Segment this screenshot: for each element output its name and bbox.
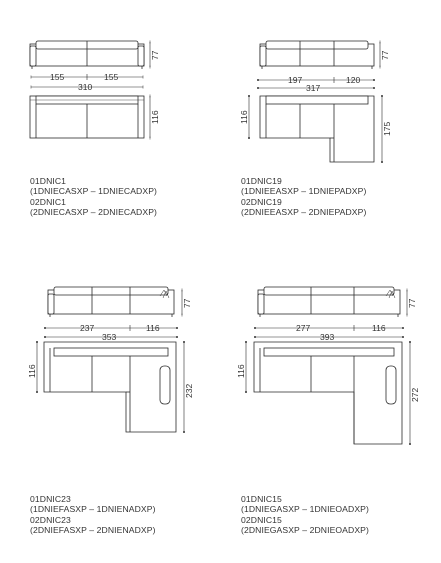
caption-line: 02DNIC1 [30, 196, 67, 207]
caption-line: 01DNIC19 [241, 176, 282, 186]
model-3-depth-label: 116 [27, 364, 37, 378]
model-4-chaise-depth-label: 272 [410, 388, 420, 402]
caption-line: (2DNIEGASXP – 2DNIEOADXP) [241, 525, 369, 536]
caption-line: 02DNIC19 [241, 196, 282, 207]
model-3-chaise-depth-label: 232 [184, 384, 194, 398]
model-4-width-a-label: 277 [296, 323, 310, 333]
model-2-drawing [248, 40, 383, 163]
model-1-plan-view [29, 95, 145, 139]
model-2-total-label: 317 [306, 83, 320, 93]
model-3-width-b-label: 116 [146, 323, 160, 333]
model-2-chaise-depth-label: 175 [382, 122, 392, 136]
model-2-width-a-label: 197 [288, 75, 302, 85]
model-2-width-b-label: 120 [346, 75, 360, 85]
model-4-width-b-label: 116 [372, 323, 386, 333]
model-1-drawing [29, 40, 151, 140]
model-2-front-view [259, 40, 375, 69]
model-3-drawing [36, 286, 185, 433]
model-4-front-view [257, 286, 401, 317]
model-1-caption: 01DNIC1 (1DNIECASXP – 1DNIECADXP) 02DNIC… [30, 176, 157, 218]
model-4-total-label: 393 [320, 332, 334, 342]
model-2-caption: 01DNIC19 (1DNIEEASXP – 1DNIEPADXP) 02DNI… [241, 176, 366, 218]
caption-line: 01DNIC15 [241, 494, 282, 504]
model-3-plan-view [43, 341, 177, 433]
model-4-height-label: 77 [407, 298, 417, 308]
model-1-depth-label: 116 [150, 110, 160, 124]
caption-line: (2DNIECASXP – 2DNIECADXP) [30, 207, 157, 218]
model-4-depth-label: 116 [236, 364, 246, 378]
model-2-height-label: 77 [380, 50, 390, 60]
model-3-total-label: 353 [102, 332, 116, 342]
model-1-front-view [29, 40, 145, 69]
model-1-total-label: 310 [78, 82, 92, 92]
model-1-width-b-label: 155 [104, 72, 118, 82]
model-3-height-label: 77 [182, 298, 192, 308]
caption-line: 01DNIC1 [30, 176, 67, 186]
caption-line: (1DNIEEASXP – 1DNIEPADXP) [241, 186, 367, 197]
model-4-dimensions [245, 288, 411, 445]
caption-line: (2DNIEEASXP – 2DNIEPADXP) [241, 207, 367, 218]
caption-line: (1DNIEGASXP – 1DNIEOADXP) [241, 504, 369, 515]
model-3-width-a-label: 237 [80, 323, 94, 333]
caption-line: (2DNIEFASXP – 2DNIENADXP) [30, 525, 156, 536]
caption-line: (1DNIECASXP – 1DNIECADXP) [30, 186, 157, 197]
caption-line: 02DNIC15 [241, 514, 282, 525]
model-2-plan-view [259, 95, 375, 163]
model-1-dimensions [30, 40, 151, 140]
model-4-caption: 01DNIC15 (1DNIEGASXP – 1DNIEOADXP) 02DNI… [241, 494, 369, 536]
model-1-width-a-label: 155 [50, 72, 64, 82]
model-3-dimensions [36, 288, 185, 433]
model-3-caption: 01DNIC23 (1DNIEFASXP – 1DNIENADXP) 02DNI… [30, 494, 156, 536]
caption-line: 01DNIC23 [30, 494, 71, 504]
model-4-drawing [245, 286, 411, 445]
model-4-plan-view [253, 341, 403, 445]
model-1-height-label: 77 [150, 50, 160, 60]
model-3-front-view [47, 286, 175, 317]
caption-line: (1DNIEFASXP – 1DNIENADXP) [30, 504, 156, 515]
model-2-depth-label: 116 [239, 110, 249, 124]
model-2-dimensions [248, 40, 383, 163]
caption-line: 02DNIC23 [30, 514, 71, 525]
